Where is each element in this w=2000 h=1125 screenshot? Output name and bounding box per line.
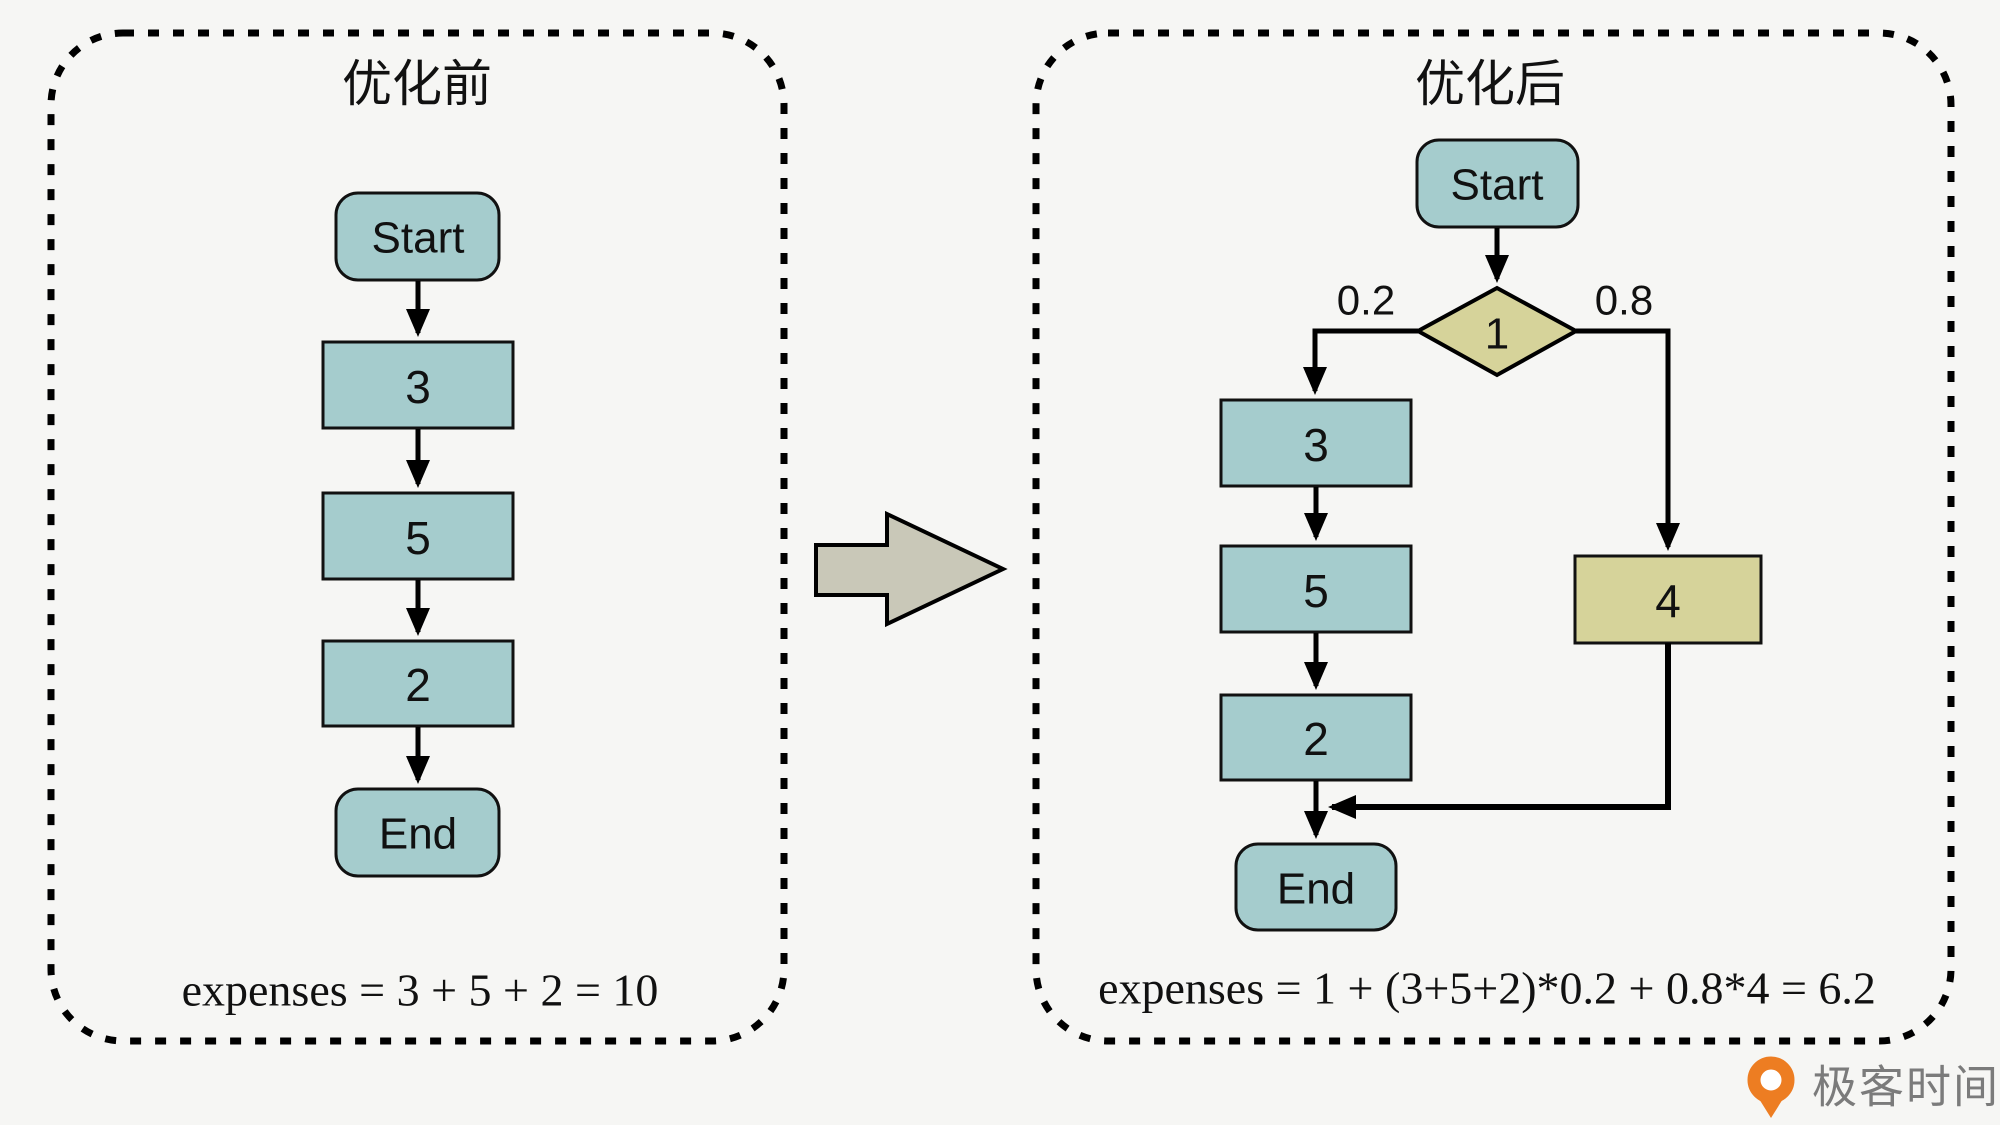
after-node-4 <box>1573 554 1763 645</box>
after-node-3-label: 3 <box>1303 419 1329 471</box>
before-node-5-label: 5 <box>405 512 431 564</box>
after-branch-probability-left: 0.2 <box>1337 277 1395 324</box>
after-start-label: Start <box>1451 161 1544 210</box>
transform-right-arrow-icon <box>814 510 1008 628</box>
before-node-5 <box>321 491 515 581</box>
before-node-3-label: 3 <box>405 361 431 413</box>
after-end-label: End <box>1277 865 1355 914</box>
before-node-3 <box>321 340 515 430</box>
panel-before-dashed-border <box>47 29 788 1045</box>
after-edge-decision-4 <box>1576 328 1680 551</box>
before-start-node <box>334 191 501 282</box>
geektime-logo: 极客时间 <box>1747 1056 2000 1118</box>
panel-after-title: 优化后 <box>1415 56 1565 112</box>
after-edge-4-join <box>1328 643 1671 819</box>
after-node-2-label: 2 <box>1303 713 1329 765</box>
geektime-logo-icon <box>1747 1056 1795 1104</box>
panel-after-dashed-border <box>1032 29 1955 1045</box>
after-start-node <box>1415 138 1580 229</box>
after-expenses-formula: expenses = 1 + (3+5+2)*0.2 + 0.8*4 = 6.2 <box>1098 963 1876 1014</box>
after-node-5 <box>1219 544 1413 634</box>
panel-before-title: 优化前 <box>342 56 492 112</box>
after-end-node <box>1234 842 1398 932</box>
before-node-2-label: 2 <box>405 659 431 711</box>
after-edge-decision-3 <box>1303 328 1418 395</box>
after-node-4-label: 4 <box>1655 575 1681 627</box>
before-end-node <box>334 787 501 878</box>
after-node-3 <box>1219 398 1413 488</box>
after-branch-probability-right: 0.8 <box>1595 277 1653 324</box>
after-node-2 <box>1219 693 1413 782</box>
before-node-2 <box>321 639 515 728</box>
before-expenses-formula: expenses = 3 + 5 + 2 = 10 <box>182 965 659 1016</box>
geektime-logo-text: 极客时间 <box>1812 1062 2000 1113</box>
after-decision-label: 1 <box>1485 310 1509 359</box>
panel-after: 优化后 Start 1 0.2 0.8 3 5 2 4 End expenses <box>1032 29 1955 1045</box>
after-node-5-label: 5 <box>1303 565 1329 617</box>
panel-before: 优化前 Start 3 5 2 End expenses = 3 + 5 + 2… <box>47 29 788 1045</box>
before-start-label: Start <box>372 214 465 263</box>
before-end-label: End <box>379 810 457 859</box>
